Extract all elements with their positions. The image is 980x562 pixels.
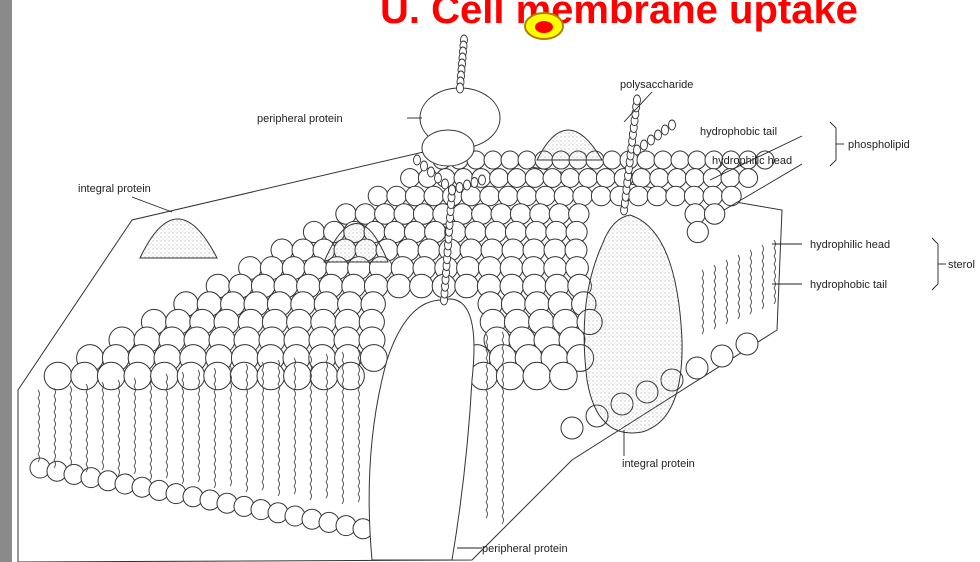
cell-membrane-diagram: peripheral protein polysaccharide hydrop… bbox=[12, 0, 980, 562]
label-integral-protein-bottom: integral protein bbox=[622, 458, 695, 470]
slide-title: U. Cell membrane uptake bbox=[380, 0, 858, 34]
slide-left-border bbox=[0, 0, 12, 562]
protein-dome-right bbox=[537, 130, 602, 160]
label-integral-protein-left: integral protein bbox=[78, 183, 151, 195]
label-peripheral-protein-bottom: peripheral protein bbox=[482, 543, 568, 555]
label-phospholipid: phospholipid bbox=[848, 139, 910, 151]
pointer-marker-icon bbox=[522, 10, 566, 42]
label-hydrophilic-head-top: hydrophilic head bbox=[712, 155, 792, 167]
label-peripheral-protein-top: peripheral protein bbox=[257, 113, 343, 125]
peripheral-protein-top-lower bbox=[422, 130, 474, 166]
label-hydrophobic-tail-top: hydrophobic tail bbox=[700, 126, 777, 138]
label-hydrophilic-head-right: hydrophilic head bbox=[810, 239, 890, 251]
label-sterol: sterol bbox=[948, 259, 975, 271]
label-polysaccharide: polysaccharide bbox=[620, 79, 693, 91]
label-hydrophobic-tail-right: hydrophobic tail bbox=[810, 279, 887, 291]
